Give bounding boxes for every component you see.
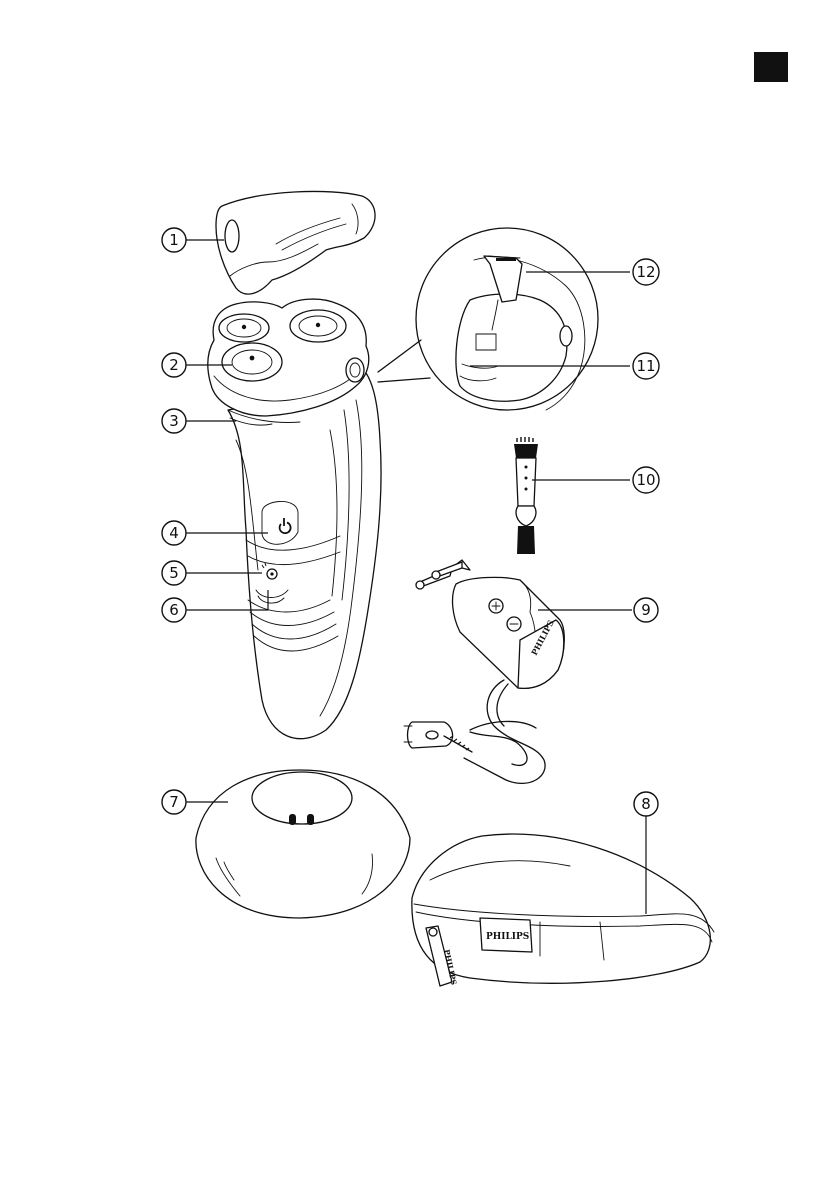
- svg-text:10: 10: [636, 471, 655, 489]
- callout-4: 4: [162, 521, 186, 545]
- svg-text:7: 7: [169, 793, 179, 811]
- magnified-trimmer-view: [378, 228, 598, 410]
- callout-1: 1: [162, 228, 186, 252]
- travel-pouch: PHILIPS PHILIPS: [412, 834, 714, 986]
- svg-text:PHILIPS: PHILIPS: [486, 932, 529, 942]
- svg-text:2: 2: [169, 356, 179, 374]
- svg-text:5: 5: [169, 564, 179, 582]
- svg-text:12: 12: [636, 263, 655, 281]
- svg-text:3: 3: [169, 412, 179, 430]
- pouch-logo: PHILIPS: [486, 932, 529, 942]
- cleaning-brush: [514, 437, 538, 554]
- shaver: [208, 299, 381, 739]
- svg-text:8: 8: [641, 795, 651, 813]
- callout-5: 5: [162, 561, 186, 585]
- svg-text:11: 11: [636, 357, 655, 375]
- callout-8: 8: [634, 792, 658, 816]
- protection-cap: [216, 191, 375, 294]
- callout-7: 7: [162, 790, 186, 814]
- charging-stand: [196, 770, 410, 918]
- svg-text:4: 4: [169, 524, 179, 542]
- callout-3: 3: [162, 409, 186, 433]
- callout-11: 11: [633, 353, 659, 379]
- svg-text:1: 1: [169, 231, 179, 249]
- callout-2: 2: [162, 353, 186, 377]
- svg-text:9: 9: [641, 601, 651, 619]
- power-adapter: PHILIPS: [404, 560, 564, 783]
- svg-text:6: 6: [169, 601, 179, 619]
- callout-12: 12: [633, 259, 659, 285]
- callout-9: 9: [634, 598, 658, 622]
- callout-6: 6: [162, 598, 186, 622]
- callout-10: 10: [633, 467, 659, 493]
